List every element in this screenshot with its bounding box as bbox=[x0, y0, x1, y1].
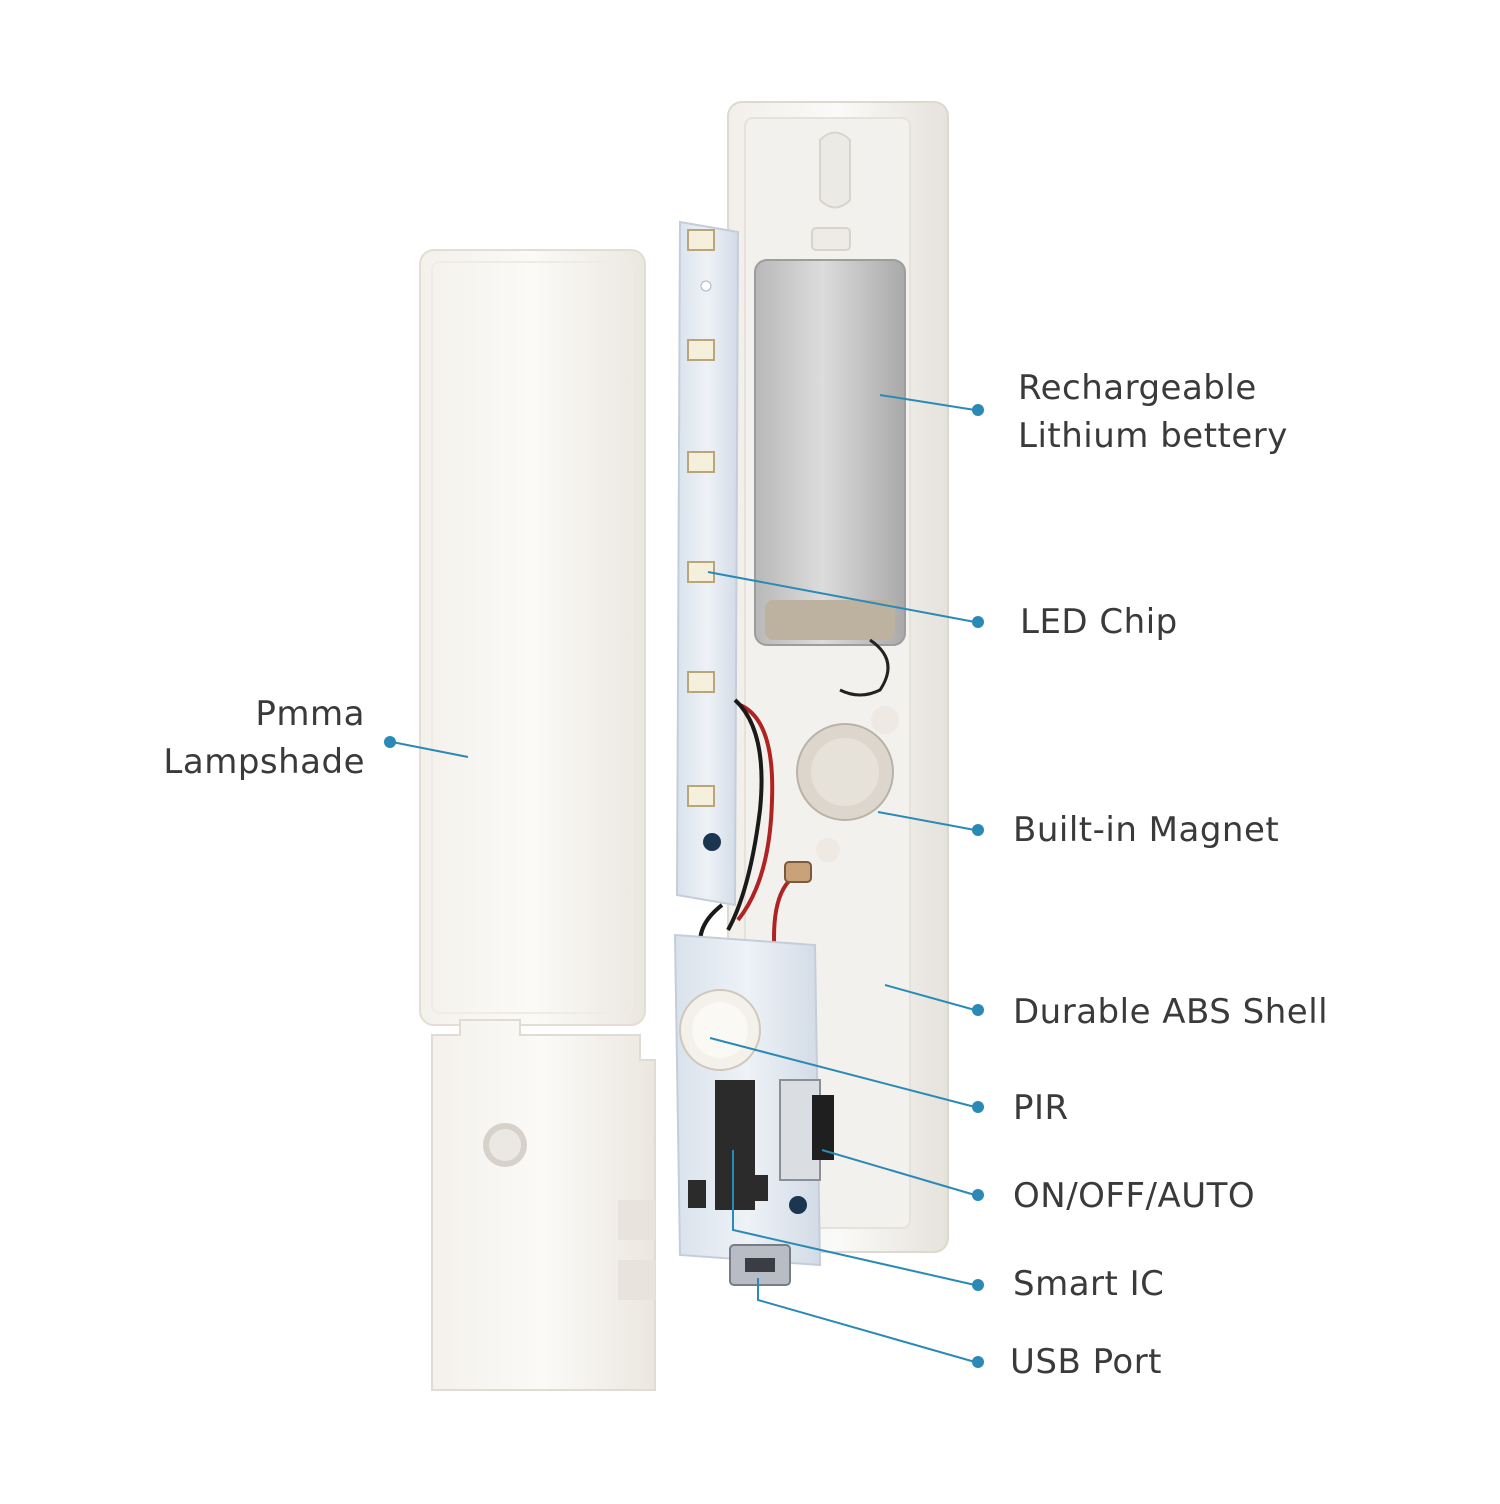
callout-magnet: Built-in Magnet bbox=[1013, 806, 1279, 854]
callout-battery-line1: Rechargeable bbox=[1018, 368, 1257, 408]
leader-switch bbox=[821, 1149, 976, 1196]
magnet bbox=[796, 706, 899, 862]
leader-lines bbox=[391, 394, 976, 1363]
callout-magnet-line1: Built-in Magnet bbox=[1013, 810, 1280, 850]
leader-dots bbox=[384, 404, 984, 1368]
dot-usb bbox=[972, 1356, 984, 1368]
dot-led bbox=[972, 616, 984, 628]
leader-ic bbox=[732, 1150, 976, 1286]
leader-led bbox=[707, 571, 976, 623]
lithium-battery bbox=[754, 259, 906, 697]
dot-battery bbox=[972, 404, 984, 416]
dot-switch bbox=[972, 1189, 984, 1201]
led-strip bbox=[675, 220, 740, 907]
callout-battery-line2: Lithium bettery bbox=[1018, 416, 1288, 456]
callout-switch: ON/OFF/AUTO bbox=[1013, 1172, 1255, 1220]
leader-shell bbox=[884, 984, 976, 1011]
callout-ic-line1: Smart IC bbox=[1013, 1264, 1165, 1304]
dot-shell bbox=[972, 1004, 984, 1016]
leader-pir bbox=[709, 1037, 976, 1108]
end-cap bbox=[431, 1019, 656, 1391]
leader-magnet bbox=[877, 811, 976, 831]
callout-lampshade-line2: Lampshade bbox=[163, 742, 365, 782]
callout-ic: Smart IC bbox=[1013, 1260, 1164, 1308]
dot-ic bbox=[972, 1279, 984, 1291]
dot-magnet bbox=[972, 824, 984, 836]
leader-battery bbox=[879, 394, 976, 411]
callout-lampshade-line1: Pmma bbox=[255, 694, 365, 734]
callout-shell: Durable ABS Shell bbox=[1013, 988, 1328, 1036]
callout-led: LED Chip bbox=[1020, 598, 1178, 646]
callout-switch-line1: ON/OFF/AUTO bbox=[1013, 1176, 1256, 1216]
callout-pir-line1: PIR bbox=[1013, 1088, 1069, 1128]
leader-usb bbox=[757, 1278, 976, 1363]
callout-usb-line1: USB Port bbox=[1010, 1342, 1163, 1382]
callout-battery: Rechargeable Lithium bettery bbox=[1018, 364, 1288, 460]
dot-lampshade bbox=[384, 736, 396, 748]
wires bbox=[698, 698, 812, 961]
control-pcb bbox=[673, 933, 834, 1286]
dot-pir bbox=[972, 1101, 984, 1113]
callout-shell-line1: Durable ABS Shell bbox=[1013, 992, 1329, 1032]
callout-led-line1: LED Chip bbox=[1020, 602, 1178, 642]
callout-usb: USB Port bbox=[1010, 1338, 1162, 1386]
callout-lampshade: Pmma Lampshade bbox=[140, 690, 365, 786]
callout-pir: PIR bbox=[1013, 1084, 1069, 1132]
lampshade bbox=[419, 249, 646, 1026]
leader-lampshade bbox=[391, 741, 469, 758]
